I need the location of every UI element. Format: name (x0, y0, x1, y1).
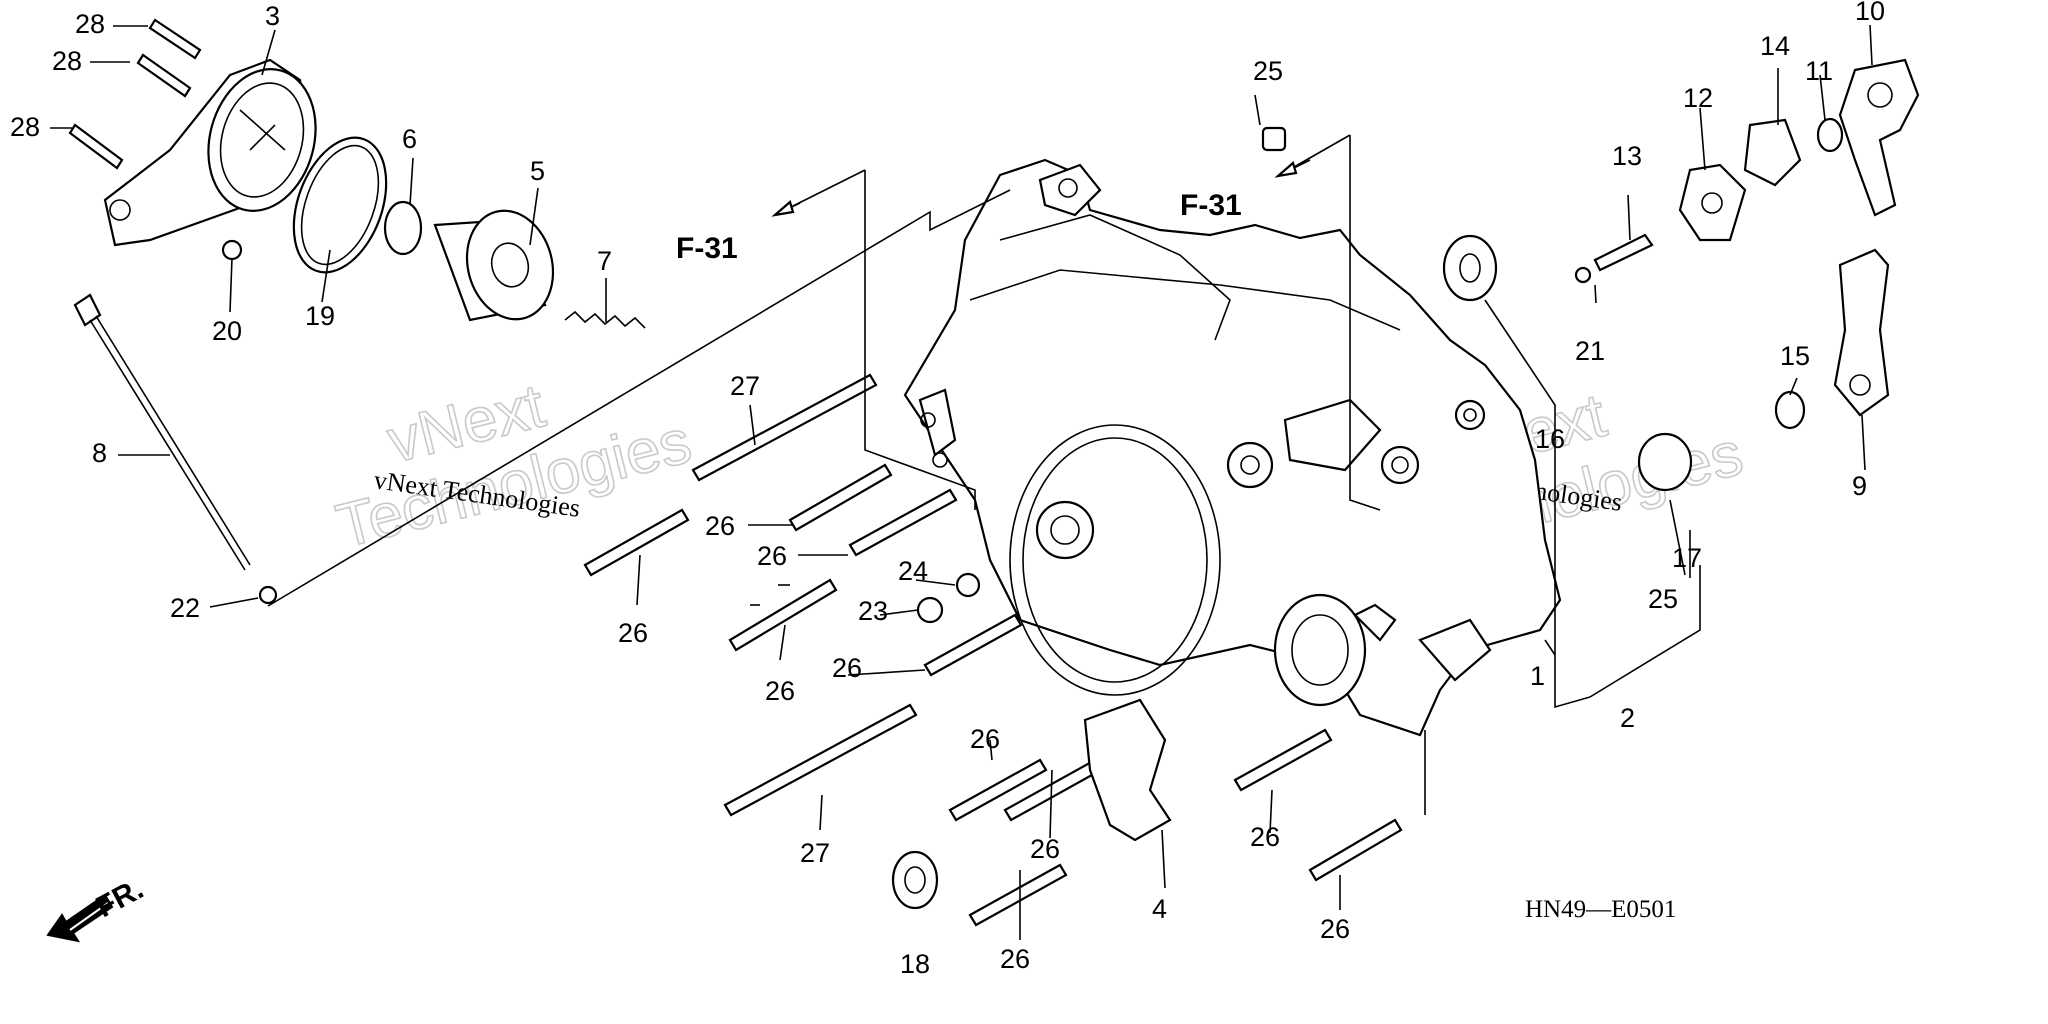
callout-23: 23 (858, 596, 888, 626)
callout-26f: 26 (970, 724, 1000, 754)
callout-12: 12 (1683, 83, 1713, 113)
seal-15 (1774, 390, 1806, 430)
front-arrow-icon (46, 893, 114, 943)
callout-7: 7 (597, 246, 612, 276)
bolt-28-group (68, 18, 202, 170)
callout-17: 17 (1672, 543, 1702, 573)
plate-14 (1743, 118, 1802, 187)
callout-9: 9 (1852, 471, 1867, 501)
callout-26i: 26 (1250, 822, 1280, 852)
callout-3: 3 (265, 1, 280, 31)
bearing-17 (1637, 432, 1693, 492)
callout-2: 2 (1620, 703, 1635, 733)
dowel-25 (1261, 126, 1287, 152)
callout-21: 21 (1575, 336, 1605, 366)
callout-15: 15 (1780, 341, 1810, 371)
reference-tag-left: F-31 (676, 232, 738, 265)
callout-4: 4 (1152, 894, 1167, 924)
callout-26b: 26 (757, 541, 787, 571)
callout-16: 16 (1535, 424, 1565, 454)
reference-tag-right: F-31 (1180, 189, 1242, 222)
washer-22 (258, 585, 278, 605)
callout-26c: 26 (618, 618, 648, 648)
watermark-left: vNext Technologies (329, 370, 698, 562)
dipstick-8 (73, 293, 251, 571)
callout-5: 5 (530, 156, 545, 186)
callout-13: 13 (1612, 141, 1642, 171)
callout-26e: 26 (832, 653, 862, 683)
callouts: 28 28 28 3 6 5 7 20 19 8 22 27 26 26 24 … (10, 0, 1885, 979)
callout-26j: 26 (1320, 914, 1350, 944)
washer-21 (1574, 266, 1592, 284)
drawing-code: HN49—E0501 (1525, 896, 1676, 923)
bolt-13 (1593, 233, 1654, 272)
washer-24 (955, 572, 981, 598)
arm-10 (1838, 58, 1920, 217)
callout-20: 20 (212, 316, 242, 346)
oil-filter-5 (433, 209, 555, 322)
callout-27b: 27 (800, 838, 830, 868)
plate-12 (1678, 163, 1747, 242)
callout-11: 11 (1805, 56, 1833, 86)
plate-4 (1083, 698, 1172, 842)
seal-6 (383, 200, 423, 256)
nut-23 (916, 596, 944, 624)
callout-8: 8 (92, 438, 107, 468)
callout-26g: 26 (1030, 834, 1060, 864)
callout-19: 19 (305, 301, 335, 331)
callout-25b: 25 (1648, 584, 1678, 614)
o-ring-19 (292, 136, 388, 274)
callout-26a: 26 (705, 511, 735, 541)
callout-25a: 25 (1253, 56, 1283, 86)
leader-lines (50, 24, 1873, 940)
callout-24: 24 (898, 556, 928, 586)
arm-9 (1833, 248, 1890, 417)
callout-1: 1 (1530, 661, 1545, 691)
callout-6: 6 (402, 124, 417, 154)
callout-14: 14 (1760, 31, 1790, 61)
bearing-16 (1442, 234, 1498, 302)
callout-28a: 28 (75, 9, 105, 39)
callout-10: 10 (1855, 0, 1885, 26)
callout-26d: 26 (765, 676, 795, 706)
callout-28c: 28 (10, 112, 40, 142)
bolts-26-27 (583, 373, 1403, 927)
spring-11 (1816, 117, 1844, 153)
callout-26h: 26 (1000, 944, 1030, 974)
crankcase-cover (903, 158, 1562, 737)
callout-28b: 28 (52, 46, 82, 76)
callout-18: 18 (900, 949, 930, 979)
washer-20 (221, 239, 243, 261)
bearing-18 (891, 850, 939, 910)
callout-27a: 27 (730, 371, 760, 401)
callout-22: 22 (170, 593, 200, 623)
oil-filter-cover (103, 58, 317, 247)
spring-7 (564, 310, 646, 329)
